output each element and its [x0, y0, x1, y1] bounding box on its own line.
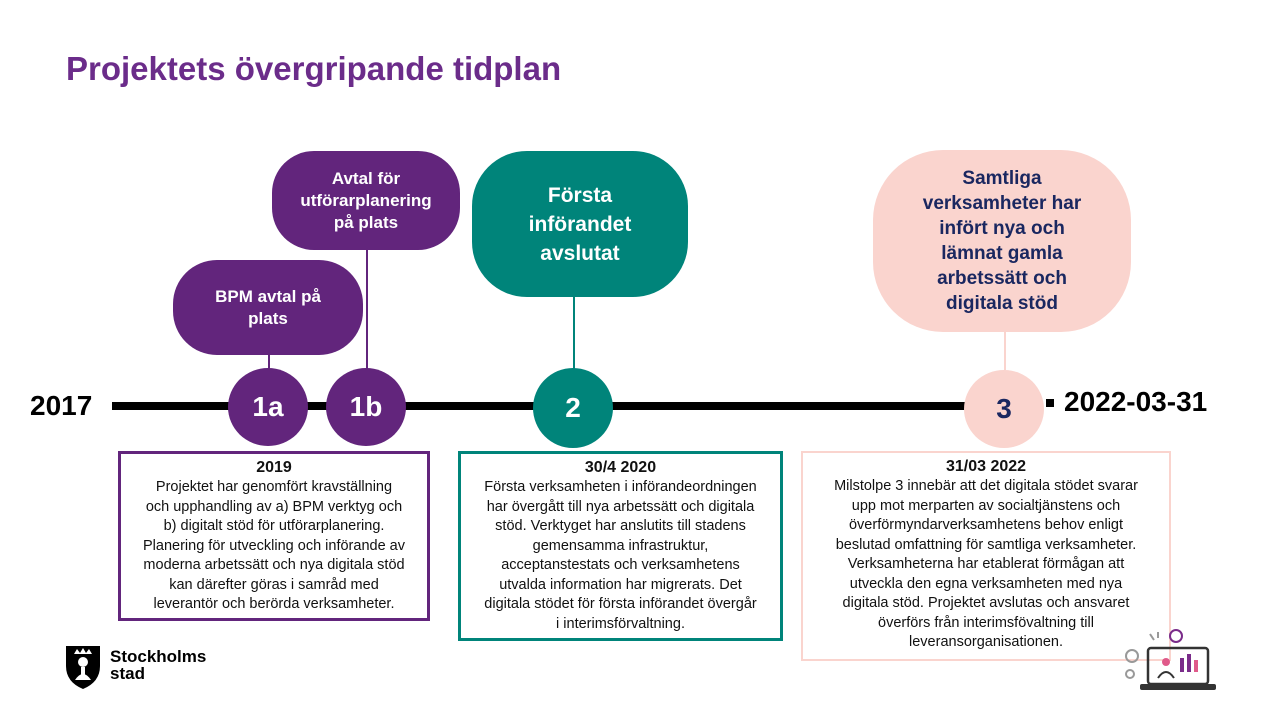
info-box-heading: 2019: [256, 459, 292, 476]
connector-3: [1004, 330, 1006, 370]
info-box-text: Milstolpe 3 innebär att det digitala stö…: [834, 478, 1138, 650]
info-box-text: Första verksamheten i införandeordningen…: [484, 479, 757, 632]
bubble-line: digitala stöd: [946, 293, 1058, 314]
milestone-3-circle: 3: [964, 370, 1044, 448]
milestone-1a-bubble: BPM avtal på plats: [173, 260, 363, 355]
bubble-line: Första: [547, 183, 613, 207]
bubble-line: avslutat: [540, 241, 620, 265]
milestone-1a-circle: 1a: [228, 368, 308, 446]
info-box-2020: 30/4 2020 Första verksamheten i införand…: [458, 451, 783, 641]
bubble-line: arbetssätt och: [937, 268, 1067, 289]
info-box-text: Projektet har genomfört kravställning oc…: [143, 479, 405, 612]
logo-line-1: Stockholms: [110, 647, 207, 666]
info-box-heading: 31/03 2022: [945, 458, 1027, 475]
connector-2: [573, 296, 575, 370]
stockholm-logo: Stockholms stad: [64, 640, 206, 690]
connector-1a: [268, 355, 270, 371]
bubble-line: på plats: [333, 212, 399, 232]
bubble-line: lämnat gamla: [941, 243, 1063, 264]
digital-people-laptop-icon: [1125, 629, 1216, 690]
slide-title: Projektets övergripande tidplan: [66, 50, 562, 87]
bubble-line: införandet: [528, 212, 632, 236]
bubble-line: Samtliga: [962, 168, 1042, 189]
bubble-line: BPM avtal på: [215, 286, 321, 306]
milestone-2-circle: 2: [533, 368, 613, 448]
info-box-2019: 2019 Projektet har genomfört kravställni…: [118, 451, 430, 621]
milestone-1b-circle: 1b: [326, 368, 406, 446]
milestone-1b-bubble: Avtal för utförarplanering på plats: [272, 151, 460, 250]
stockholm-crown-shield-icon: [66, 646, 100, 689]
connector-1b: [366, 245, 368, 371]
milestone-2-bubble: Första införandet avslutat: [472, 151, 688, 297]
bubble-line: infört nya och: [939, 218, 1065, 239]
info-box-heading: 30/4 2020: [584, 459, 657, 476]
bubble-line: utförarplanering: [300, 190, 432, 210]
bubble-line: verksamheter har: [922, 193, 1082, 214]
bubble-line: plats: [248, 308, 288, 328]
logo-line-2: stad: [110, 664, 145, 683]
timeline-end-marker: [1046, 399, 1054, 407]
info-box-2022: 31/03 2022 Milstolpe 3 innebär att det d…: [801, 451, 1171, 661]
timeline-start-label: 2017: [30, 390, 93, 421]
timeline-end-label: 2022-03-31: [1064, 386, 1208, 417]
bubble-line: Avtal för: [331, 168, 401, 188]
milestone-3-bubble: Samtliga verksamheter har infört nya och…: [873, 150, 1131, 332]
